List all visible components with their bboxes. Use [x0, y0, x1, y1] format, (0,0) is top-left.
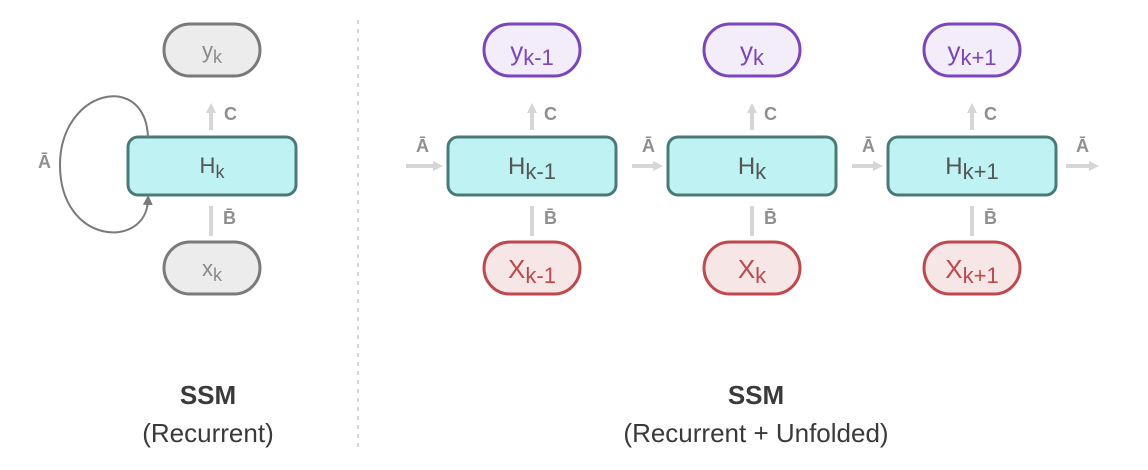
- recurrent-c-label: C: [224, 104, 237, 124]
- recurrent-input-node: [162, 240, 262, 296]
- unfolded-output-node: [922, 22, 1022, 78]
- recurrent-hidden-label: Hk: [200, 153, 226, 182]
- recurrent-hidden-node: [126, 135, 298, 197]
- unfolded-c-label: C: [544, 104, 557, 124]
- unfolded-hidden-node: [666, 135, 838, 197]
- recurrent-caption-title: SSM: [180, 380, 236, 410]
- unfolded-hidden-label: Hk+1: [945, 153, 998, 184]
- unfolded-hidden-node: [446, 135, 618, 197]
- unfolded-input-label: Xk-1: [508, 254, 556, 288]
- unfolded-c-label: C: [764, 104, 777, 124]
- unfolded-input-node: [482, 240, 582, 296]
- recurrent-output-label: yk: [202, 38, 223, 67]
- unfolded-output-label: yk+1: [947, 36, 996, 70]
- unfolded-input-node: [702, 240, 802, 296]
- recurrent-loop-arrow: [58, 95, 153, 234]
- unfolded-input-node: [922, 240, 1022, 296]
- recurrent-a-label: Ā: [38, 152, 51, 172]
- unfolded-output-node: [702, 22, 802, 78]
- recurrent-output-node: [162, 22, 262, 78]
- recurrent-caption-subtitle: (Recurrent): [142, 418, 273, 448]
- unfolded-caption-subtitle: (Recurrent + Unfolded): [623, 418, 888, 448]
- recurrent-diagram: yk C Hk B̄ xk Ā: [38, 22, 298, 296]
- unfolded-input-label: Xk+1: [945, 254, 998, 288]
- unfolded-a-label: Ā: [416, 136, 429, 156]
- unfolded-output-label: yk-1: [510, 36, 554, 70]
- unfolded-caption-title: SSM: [728, 380, 784, 410]
- unfolded-diagram: Ā Ā Ā Āyk-1C Hk-1B̄ Xk-1 ykC HkB̄ Xk yk+1C Hk+1B̄ X…: [406, 22, 1099, 296]
- unfolded-c-label: C: [984, 104, 997, 124]
- unfolded-hidden-node: [886, 135, 1058, 197]
- unfolded-a-label: Ā: [862, 136, 875, 156]
- unfolded-b-label: B̄: [764, 208, 777, 228]
- recurrent-input-label: xk: [202, 256, 223, 285]
- unfolded-b-label: B̄: [984, 208, 997, 228]
- unfolded-output-node: [482, 22, 582, 78]
- unfolded-hidden-label: Hk: [738, 153, 767, 184]
- unfolded-a-label: Ā: [642, 136, 655, 156]
- unfolded-b-label: B̄: [544, 208, 557, 228]
- unfolded-hidden-label: Hk-1: [508, 153, 556, 184]
- unfolded-input-label: Xk: [738, 254, 767, 288]
- unfolded-a-label: Ā: [1076, 136, 1089, 156]
- recurrent-b-label: B̄: [223, 208, 236, 228]
- unfolded-output-label: yk: [740, 36, 765, 70]
